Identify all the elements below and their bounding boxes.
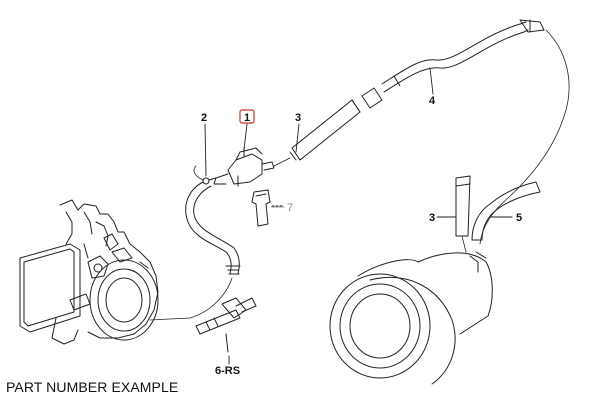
callout-3-upper-label[interactable]: 3 — [295, 112, 301, 124]
hose-part-5-drawing — [471, 181, 541, 241]
canister-drawing — [329, 251, 493, 385]
callout-6-rs-label[interactable]: 6-RS — [215, 365, 240, 377]
callout-1-highlight-box — [239, 109, 255, 124]
line-part-4-drawing — [381, 19, 545, 93]
hose-part-2-drawing — [185, 181, 241, 275]
hose-part-3-drawing — [289, 87, 383, 161]
connector-part-7-drawing — [251, 189, 285, 227]
callout-3-lower-label[interactable]: 3 — [429, 212, 435, 224]
routing-lines — [149, 29, 570, 321]
throttle-body-drawing — [19, 199, 159, 345]
callout-7-label[interactable]: 7 — [287, 202, 293, 214]
callout-1-label[interactable]: 1 — [244, 112, 250, 124]
callout-leader-lines — [204, 67, 513, 365]
part-number-example-caption: PART NUMBER EXAMPLE — [6, 379, 179, 395]
callout-5-label[interactable]: 5 — [516, 212, 522, 224]
callout-4-label[interactable]: 4 — [429, 95, 436, 107]
t-connector-part-6-drawing — [195, 297, 257, 353]
valve-part-1-drawing — [202, 147, 275, 187]
callout-2-label[interactable]: 2 — [201, 112, 207, 124]
hose-part-3-lower-drawing — [455, 175, 471, 237]
